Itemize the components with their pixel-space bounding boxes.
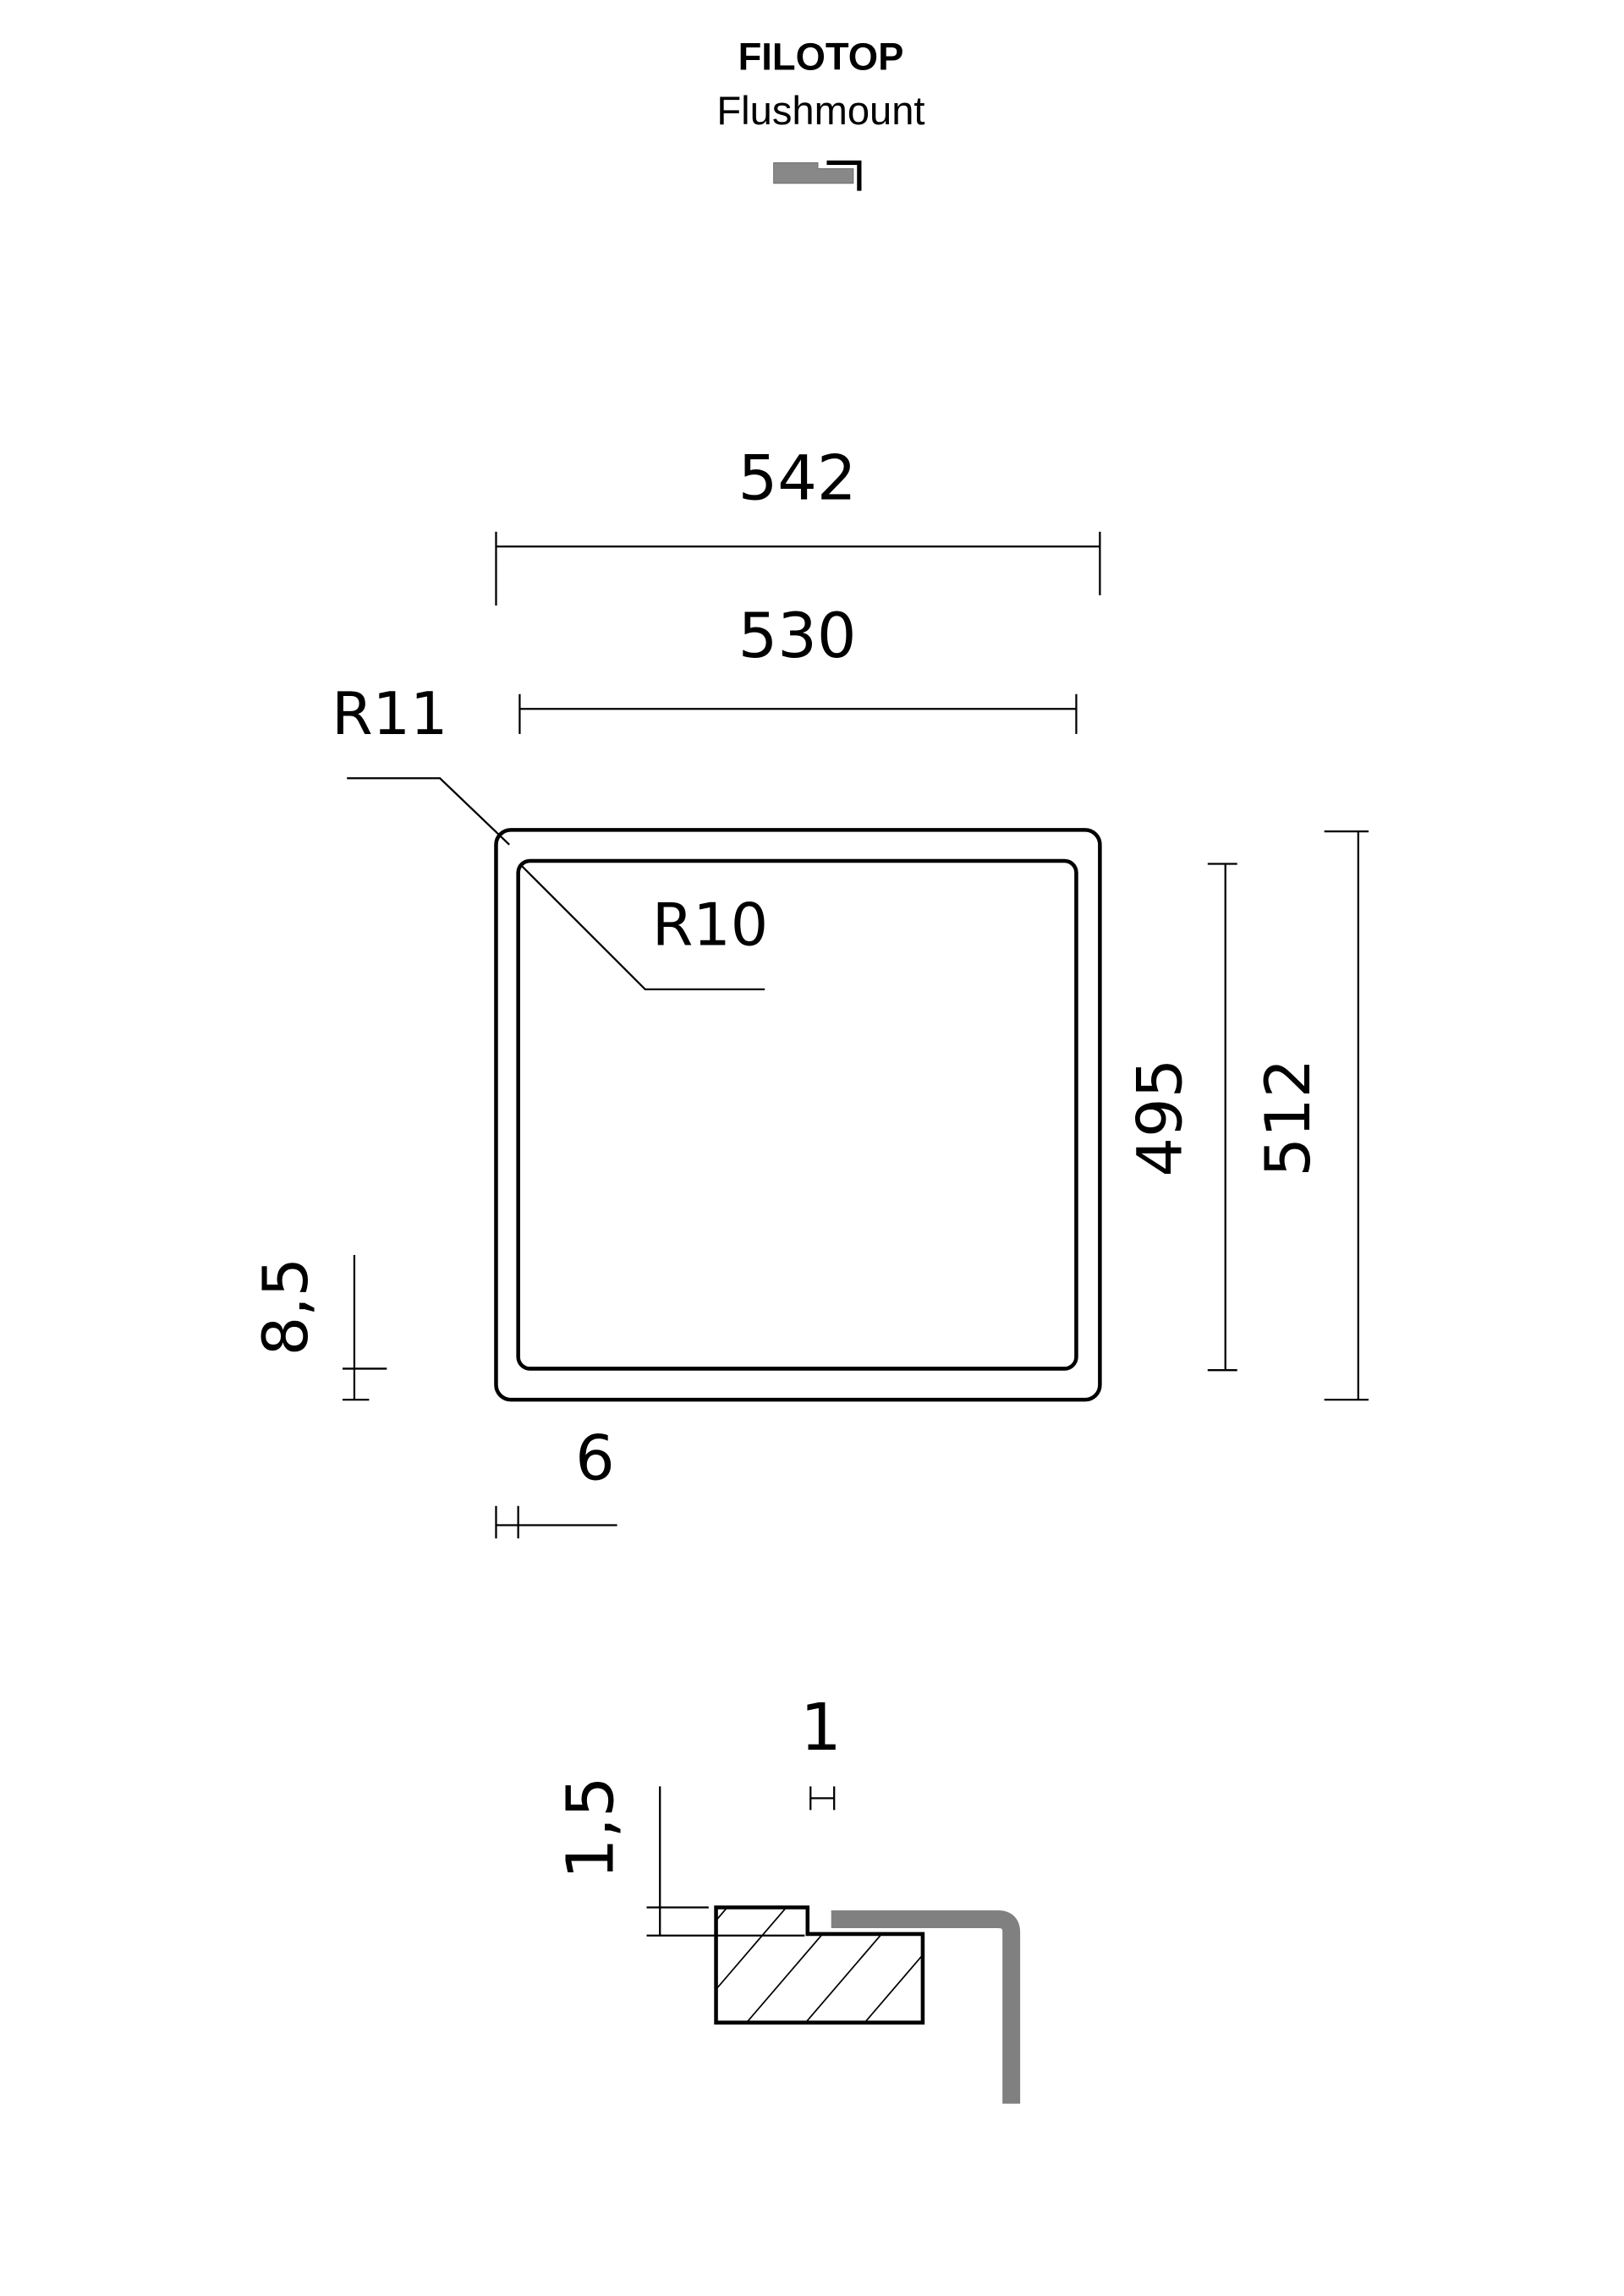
- sink-flange-profile: [831, 1910, 1021, 2104]
- dim-outer-height: 512: [1253, 1059, 1325, 1177]
- countertop-section-hatched: [714, 1905, 925, 2025]
- dim-outer-width: 542: [738, 442, 857, 514]
- leader-outer-radius: [347, 777, 510, 846]
- dim-inner-radius: R10: [652, 891, 768, 960]
- dim-line-step-height: [646, 1786, 805, 1937]
- dim-outer-radius: R11: [332, 680, 447, 748]
- leader-inner-radius: [518, 863, 765, 990]
- dim-step-height: 1,5: [553, 1776, 628, 1879]
- dim-line-inner-height: [1207, 863, 1237, 1372]
- subtitle: Flushmount: [716, 88, 924, 133]
- dim-step-width: 1: [800, 1690, 842, 1766]
- dim-line-flange-width: [495, 1505, 617, 1539]
- sink-outer-outline: [494, 828, 1102, 1402]
- dim-line-flange-height: [342, 1255, 387, 1401]
- dim-flange-width: 6: [575, 1422, 615, 1494]
- dim-inner-width: 530: [738, 600, 857, 672]
- flushmount-icon: [773, 160, 862, 191]
- dim-line-inner-width: [518, 693, 1078, 734]
- sink-inner-outline: [516, 858, 1078, 1371]
- dim-line-outer-width: [495, 531, 1101, 606]
- dim-line-step-width: [809, 1786, 836, 1811]
- dim-line-outer-height: [1324, 830, 1369, 1401]
- dim-inner-height: 495: [1124, 1059, 1196, 1177]
- dim-flange-height: 8,5: [250, 1258, 322, 1356]
- brand-title: FILOTOP: [738, 35, 904, 78]
